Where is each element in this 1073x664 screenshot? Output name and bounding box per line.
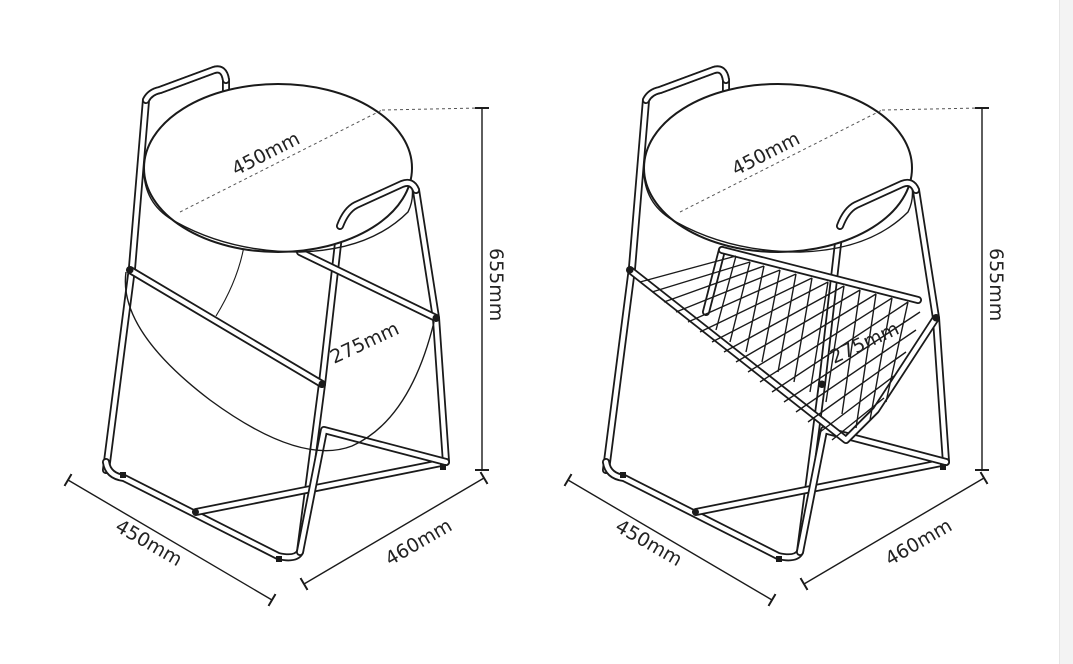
- wire-basket: [626, 246, 940, 444]
- depth-label: 460mm: [382, 515, 456, 571]
- scrollbar[interactable]: [1059, 0, 1073, 664]
- dimension-lines-left: [63, 107, 489, 607]
- sling-width-label: 275mm: [327, 318, 403, 369]
- fabric-sling: [124, 271, 435, 452]
- height-label: 655mm: [985, 248, 1007, 321]
- depth-label: 460mm: [882, 515, 956, 571]
- table-drawing-basket: [602, 65, 981, 562]
- dimension-lines-right: [563, 107, 989, 607]
- height-label: 655mm: [485, 248, 507, 321]
